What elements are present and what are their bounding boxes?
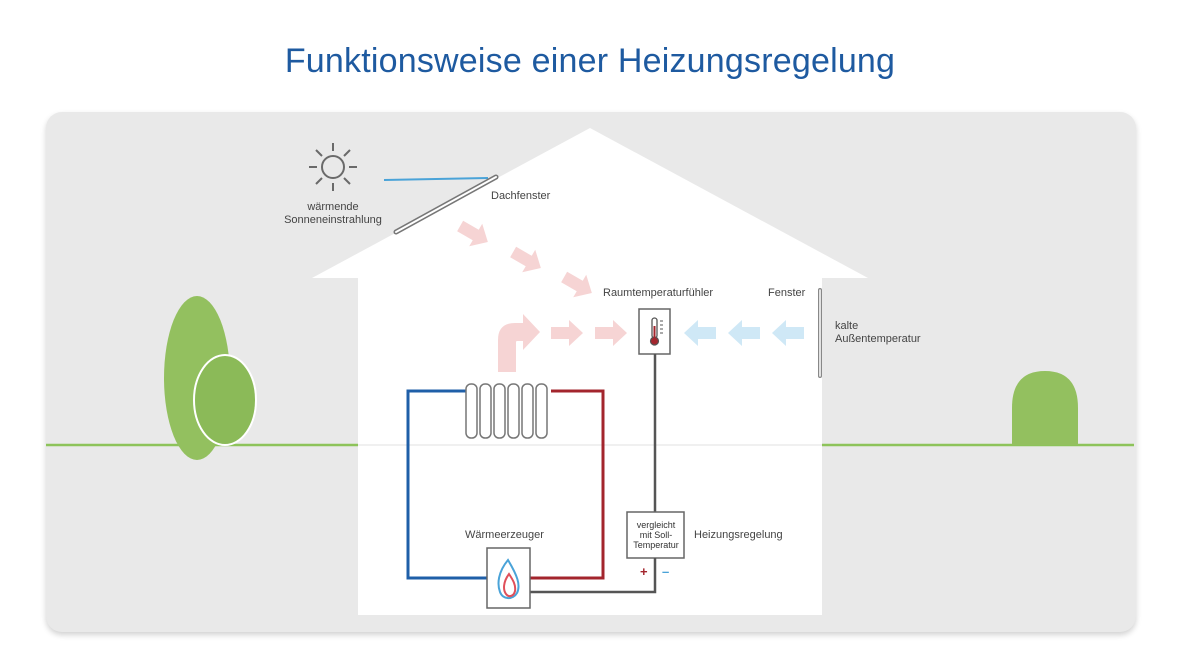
heat-generator-label: Wärmeerzeuger [465, 529, 544, 541]
controller-box [626, 511, 685, 559]
sun-label: wärmende Sonneneinstrahlung [270, 201, 396, 227]
house-body [312, 128, 868, 615]
tree-right [1012, 371, 1078, 445]
sun-icon [309, 143, 357, 191]
cold-arrow [728, 320, 760, 346]
warm-arrow-curved [498, 314, 540, 372]
warm-arrow [510, 246, 541, 273]
room-sensor-label: Raumtemperaturfühler [603, 287, 714, 299]
controller-label: Heizungsregelung [694, 529, 783, 541]
page-title: Funktionsweise einer Heizungsregelung [284, 42, 896, 80]
controller-text-line3: Temperatur [633, 540, 679, 550]
warm-arrow [457, 220, 488, 247]
outside-label-line2: Außentemperatur [835, 333, 921, 345]
tree-left-small [193, 354, 257, 446]
pipe-cold [406, 389, 490, 580]
pipe-hot [530, 389, 605, 580]
roof-window-label: Dachfenster [491, 190, 551, 202]
outside-label-line1: kalte [835, 320, 859, 332]
controller-box-text: vergleicht mit Soll- Temperatur [628, 520, 684, 550]
controller-text-line1: vergleicht [636, 520, 676, 530]
controller-wire [530, 558, 657, 594]
outside-temperature-label: kalte Außentemperatur [835, 320, 921, 346]
warm-arrow [551, 320, 583, 346]
sun-label-line2: Sonneneinstrahlung [284, 214, 382, 226]
controller-text-line2: mit Soll- [639, 530, 673, 540]
radiator-icon [465, 383, 548, 439]
flame-icon [497, 558, 520, 600]
thermometer-icon [638, 308, 671, 355]
sun-label-line1: wärmende [307, 201, 359, 213]
warm-arrow [561, 271, 592, 298]
cold-arrow [772, 320, 804, 346]
cold-arrow [684, 320, 716, 346]
plus-sign: + [640, 564, 648, 579]
minus-sign: – [662, 564, 670, 579]
sun-ray [383, 177, 489, 181]
warm-arrow [595, 320, 627, 346]
window-label: Fenster [768, 287, 806, 299]
